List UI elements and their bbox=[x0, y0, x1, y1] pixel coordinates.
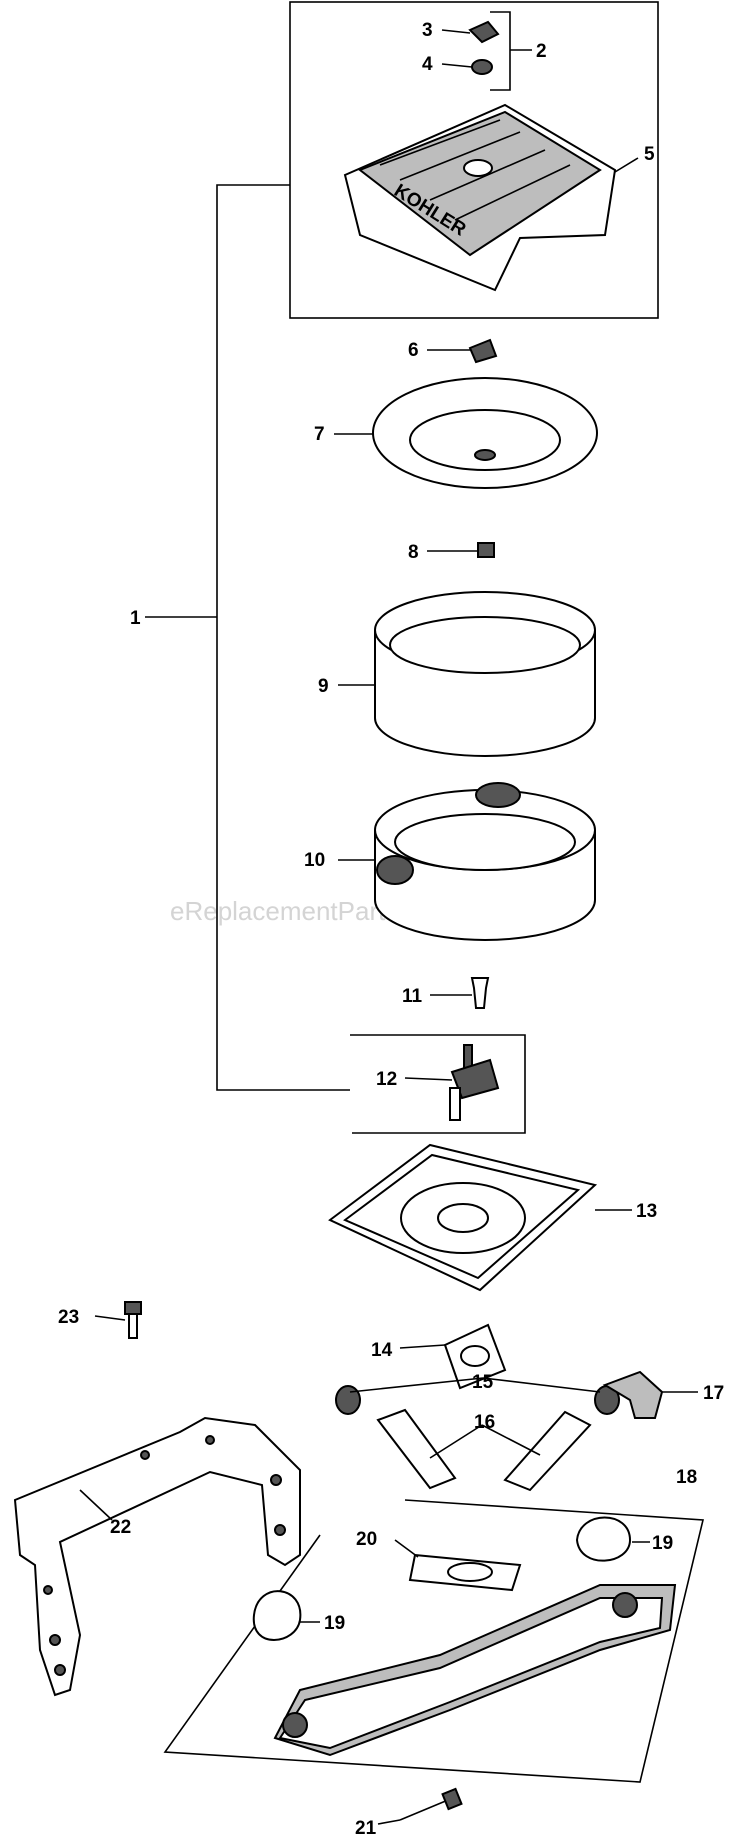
leader-lines bbox=[79, 29, 698, 1825]
clamp-left bbox=[335, 1385, 361, 1415]
callout-23: 23 bbox=[58, 1307, 79, 1328]
intake-base bbox=[273, 1584, 677, 1757]
callout-10: 10 bbox=[304, 850, 325, 871]
callout-3: 3 bbox=[422, 20, 433, 41]
nut bbox=[477, 542, 495, 558]
elbow-fitting bbox=[602, 1370, 664, 1419]
washer bbox=[471, 59, 493, 75]
bracket-group-frame bbox=[350, 1034, 526, 1134]
callout-14: 14 bbox=[371, 1340, 393, 1361]
base-group-frame bbox=[163, 1499, 704, 1783]
group-2-bracket bbox=[490, 11, 511, 91]
precleaner bbox=[374, 591, 596, 757]
callout-9: 9 bbox=[318, 676, 329, 697]
callout-19-right: 19 bbox=[652, 1533, 673, 1554]
callout-21: 21 bbox=[355, 1818, 377, 1839]
air-cleaner-cover: KOHLER bbox=[343, 103, 617, 292]
hose-left bbox=[376, 1408, 457, 1490]
callout-13: 13 bbox=[636, 1201, 657, 1222]
cover-group-frame bbox=[289, 1, 659, 319]
callout-5: 5 bbox=[644, 144, 655, 165]
screw bbox=[470, 977, 490, 1009]
callout-20: 20 bbox=[356, 1529, 377, 1550]
callout-17: 17 bbox=[703, 1383, 724, 1404]
base-gasket bbox=[408, 1553, 522, 1592]
knob bbox=[468, 20, 500, 44]
callout-16: 16 bbox=[474, 1412, 495, 1433]
callout-11: 11 bbox=[402, 986, 423, 1007]
callout-2: 2 bbox=[536, 41, 547, 62]
callout-15: 15 bbox=[472, 1372, 494, 1393]
small-bolt bbox=[124, 1301, 142, 1339]
callout-7: 7 bbox=[314, 424, 325, 445]
gasket bbox=[443, 1323, 507, 1390]
bracket bbox=[449, 1044, 500, 1121]
outer-cover bbox=[372, 377, 598, 489]
callouts: 3 4 2 5 6 7 8 1 9 10 11 12 13 23 14 15 1… bbox=[58, 20, 724, 1839]
callout-8: 8 bbox=[408, 542, 419, 563]
callout-6: 6 bbox=[408, 340, 419, 361]
hose-right bbox=[503, 1410, 592, 1492]
air-cleaner-base bbox=[328, 1143, 598, 1292]
callout-4: 4 bbox=[422, 54, 433, 75]
wing-nut bbox=[468, 338, 498, 364]
assembly-bracket-line bbox=[216, 184, 350, 1091]
callout-18: 18 bbox=[676, 1467, 697, 1488]
seal-left bbox=[252, 1590, 302, 1641]
mounting-bracket bbox=[13, 1416, 301, 1697]
callout-19-left: 19 bbox=[324, 1613, 345, 1634]
callout-12: 12 bbox=[376, 1069, 397, 1090]
bolt bbox=[399, 1787, 463, 1821]
air-filter-element bbox=[374, 782, 596, 941]
callout-1: 1 bbox=[130, 608, 141, 629]
callout-22: 22 bbox=[110, 1517, 131, 1538]
seal-right bbox=[575, 1516, 632, 1562]
